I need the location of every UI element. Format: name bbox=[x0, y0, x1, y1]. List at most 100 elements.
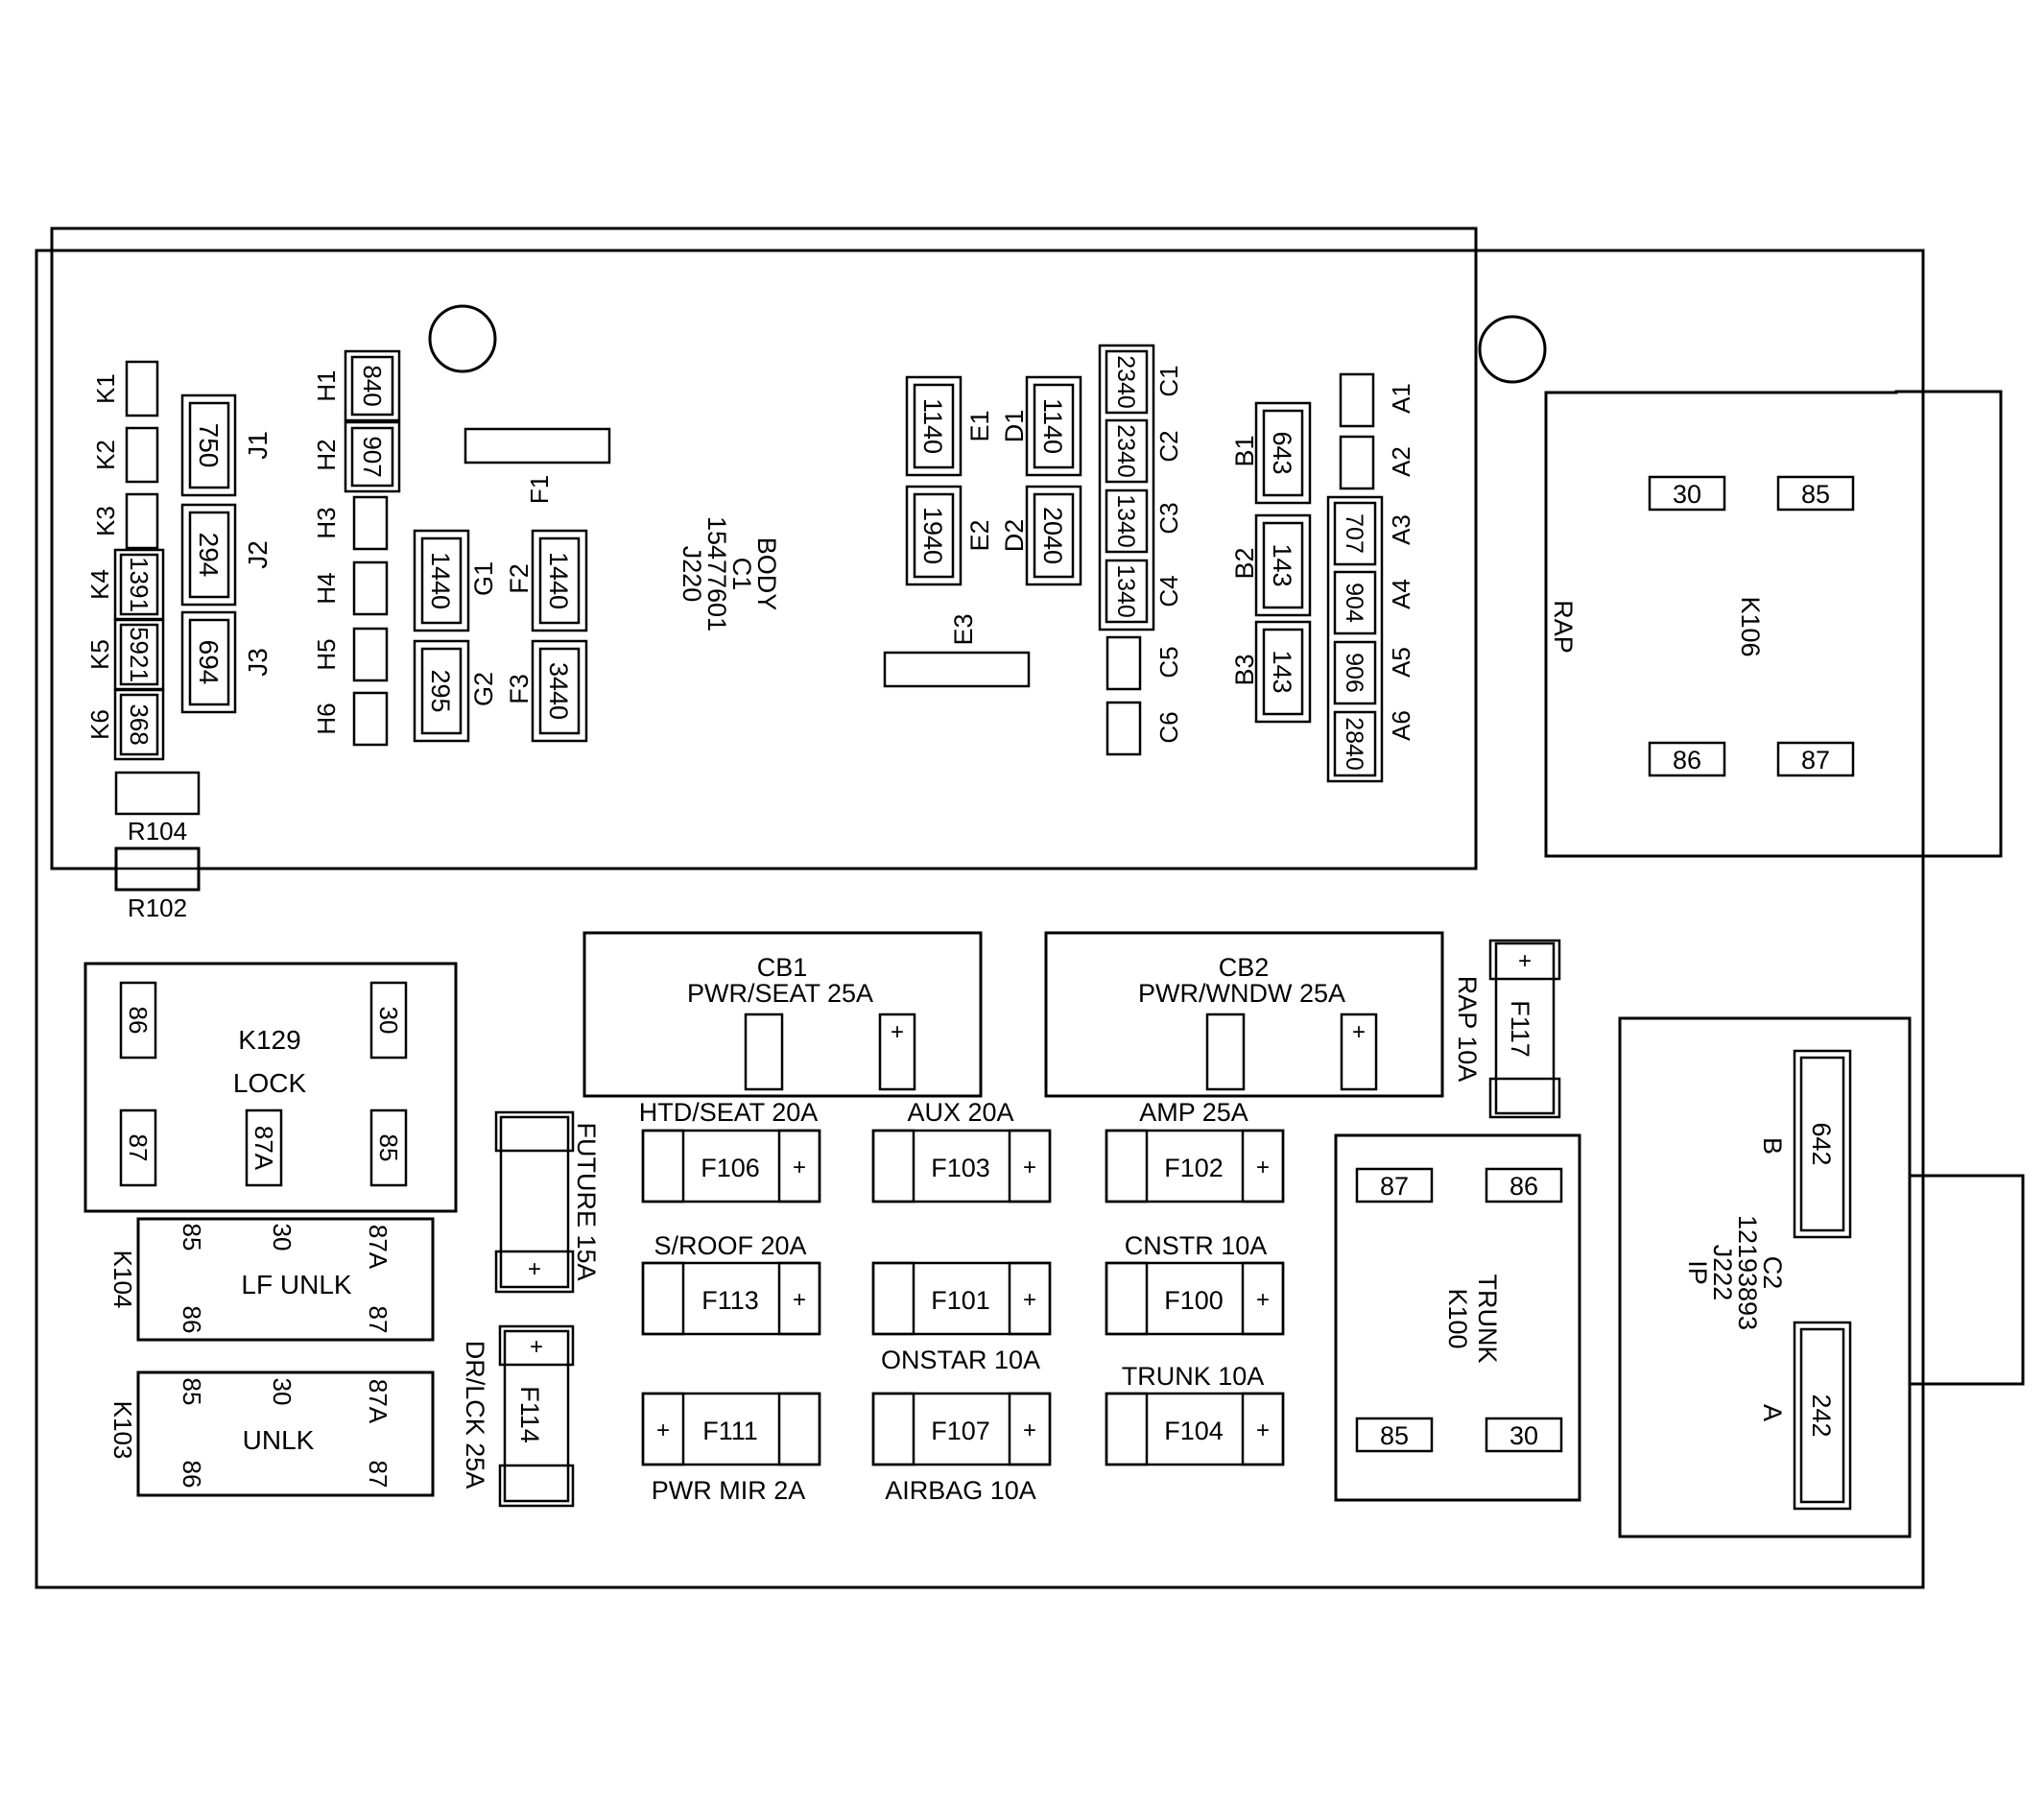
label-f2: F2 bbox=[505, 563, 534, 594]
cavity-c2-inner bbox=[1105, 418, 1149, 484]
fuse-f107-id: F107 bbox=[931, 1417, 990, 1445]
cb1-id: CB1 bbox=[757, 953, 808, 982]
value-a4: 904 bbox=[1341, 583, 1367, 623]
label-k6: K6 bbox=[85, 709, 114, 740]
fuse-f106-label: HTD/SEAT 20A bbox=[639, 1098, 819, 1127]
lock-relay-id: K129 bbox=[238, 1025, 300, 1055]
cavity-b2 bbox=[1254, 513, 1312, 617]
fuse-future-bottom-cap bbox=[494, 1250, 575, 1294]
cavity-k5-inner bbox=[119, 623, 159, 686]
ip-label-line-3: J222 bbox=[1708, 1245, 1737, 1301]
rap-pin-label-85: 85 bbox=[1801, 480, 1830, 509]
cb2-label: PWR/WNDW 25A bbox=[1138, 979, 1345, 1008]
cavity-a6-inner bbox=[1333, 710, 1377, 777]
value-c3: 1340 bbox=[1112, 494, 1139, 548]
fuse-f114-body bbox=[503, 1329, 570, 1503]
ip-label-line-1: C2 bbox=[1758, 1256, 1787, 1290]
ip-connector-label: C2 12193893 J222 IP bbox=[1683, 1215, 1787, 1330]
fuse-f113: F113 + bbox=[641, 1261, 821, 1336]
cavity-g2 bbox=[413, 639, 470, 743]
rap-pin-85 bbox=[1776, 475, 1855, 512]
body-connector-label: BODY C1 15477601 J220 bbox=[677, 516, 781, 631]
fuse-f117-bottom-cap bbox=[1488, 1077, 1561, 1119]
fuse-f100-label: CNSTR 10A bbox=[1125, 1231, 1268, 1260]
value-b2: 143 bbox=[1268, 543, 1296, 586]
ip-row-b-label: B bbox=[1758, 1137, 1787, 1155]
fuse-f117-id: F117 bbox=[1506, 1000, 1534, 1058]
cavity-a3-inner bbox=[1333, 501, 1377, 566]
label-h2: H2 bbox=[312, 439, 341, 470]
trunk-pin-87 bbox=[1355, 1167, 1434, 1203]
lock-pin-87 bbox=[119, 1108, 157, 1187]
cavity-b2-inner bbox=[1262, 521, 1304, 609]
fuse-future-top-cap bbox=[494, 1110, 575, 1153]
lock-pin-30 bbox=[369, 981, 408, 1060]
lock-pin-85 bbox=[369, 1108, 408, 1187]
trunk-pin-85 bbox=[1355, 1417, 1434, 1453]
label-a3: A3 bbox=[1387, 514, 1415, 545]
cb1-label: PWR/SEAT 25A bbox=[687, 979, 873, 1008]
cavity-k4-inner bbox=[119, 553, 159, 616]
cavity-c1-inner bbox=[1105, 349, 1149, 415]
cavity-j2-inner bbox=[188, 511, 230, 599]
label-h5: H5 bbox=[312, 638, 341, 670]
cavity-k6-inner bbox=[119, 693, 159, 756]
cavity-h6 bbox=[352, 691, 389, 747]
label-k4: K4 bbox=[85, 569, 114, 600]
label-f3: F3 bbox=[505, 674, 534, 704]
fuse-f103-id: F103 bbox=[931, 1154, 990, 1182]
trunk-relay-outline bbox=[1334, 1133, 1581, 1502]
cavity-e3 bbox=[883, 651, 1031, 688]
label-g1: G1 bbox=[469, 561, 498, 596]
fuse-f117-top-cap bbox=[1488, 939, 1561, 981]
cavity-e1-inner bbox=[913, 383, 955, 469]
label-b3: B3 bbox=[1230, 654, 1259, 685]
label-d1: D1 bbox=[1000, 410, 1029, 443]
value-a6: 2840 bbox=[1341, 717, 1367, 771]
cavity-k2 bbox=[125, 426, 159, 484]
cavity-h2 bbox=[344, 420, 401, 493]
cavity-e2 bbox=[905, 485, 963, 586]
cavity-f2 bbox=[531, 529, 588, 632]
cavity-b1-inner bbox=[1262, 409, 1304, 497]
fuse-future-body bbox=[499, 1115, 570, 1289]
fuse-f106-id: F106 bbox=[701, 1154, 760, 1182]
trunk-pin-label-85: 85 bbox=[1380, 1421, 1409, 1450]
fuse-f111-label: PWR MIR 2A bbox=[652, 1476, 806, 1505]
fuse-f100-id: F100 bbox=[1164, 1286, 1224, 1315]
unlk-relay-id: K103 bbox=[108, 1401, 137, 1460]
cavity-d2-inner bbox=[1033, 492, 1075, 579]
value-b1: 643 bbox=[1268, 431, 1296, 474]
label-c6: C6 bbox=[1154, 711, 1183, 743]
lf-unlk-pin-30: 30 bbox=[268, 1224, 297, 1251]
cavity-f1 bbox=[463, 427, 611, 465]
lock-pin-label-86: 86 bbox=[124, 1007, 153, 1035]
label-c3: C3 bbox=[1154, 502, 1183, 534]
label-e3: E3 bbox=[949, 613, 978, 645]
rap-pin-30 bbox=[1648, 475, 1726, 512]
fuse-f111-id: F111 bbox=[702, 1417, 758, 1445]
body-connector-frame bbox=[50, 226, 1478, 870]
cavity-f3 bbox=[531, 639, 588, 743]
value-b3: 143 bbox=[1268, 650, 1296, 693]
value-j2: 294 bbox=[194, 533, 224, 578]
fuse-f114-label: DR/LCK 25A bbox=[461, 1341, 489, 1489]
fuse-f103: F103 + bbox=[871, 1129, 1052, 1203]
value-g1: 1440 bbox=[426, 552, 455, 609]
fuse-f104-label: TRUNK 10A bbox=[1122, 1362, 1265, 1391]
fuse-f102-label: AMP 25A bbox=[1139, 1098, 1248, 1127]
label-e2: E2 bbox=[965, 519, 994, 551]
cavity-c3-inner bbox=[1105, 488, 1149, 554]
lock-pin-label-85: 85 bbox=[374, 1134, 403, 1162]
cavity-j3 bbox=[180, 610, 237, 714]
value-c4: 1340 bbox=[1112, 564, 1139, 618]
cavity-a-block bbox=[1326, 495, 1384, 783]
label-r104: R104 bbox=[128, 817, 187, 846]
trunk-relay-id: K100 bbox=[1443, 1288, 1472, 1348]
fuse-future-label: FUTURE 15A bbox=[572, 1122, 601, 1280]
fuse-f102: F102 + bbox=[1105, 1129, 1285, 1203]
trunk-pin-label-87: 87 bbox=[1380, 1172, 1409, 1201]
label-j1: J1 bbox=[243, 431, 273, 460]
value-k4: 1391 bbox=[125, 557, 154, 612]
cavity-c-block bbox=[1098, 344, 1155, 631]
